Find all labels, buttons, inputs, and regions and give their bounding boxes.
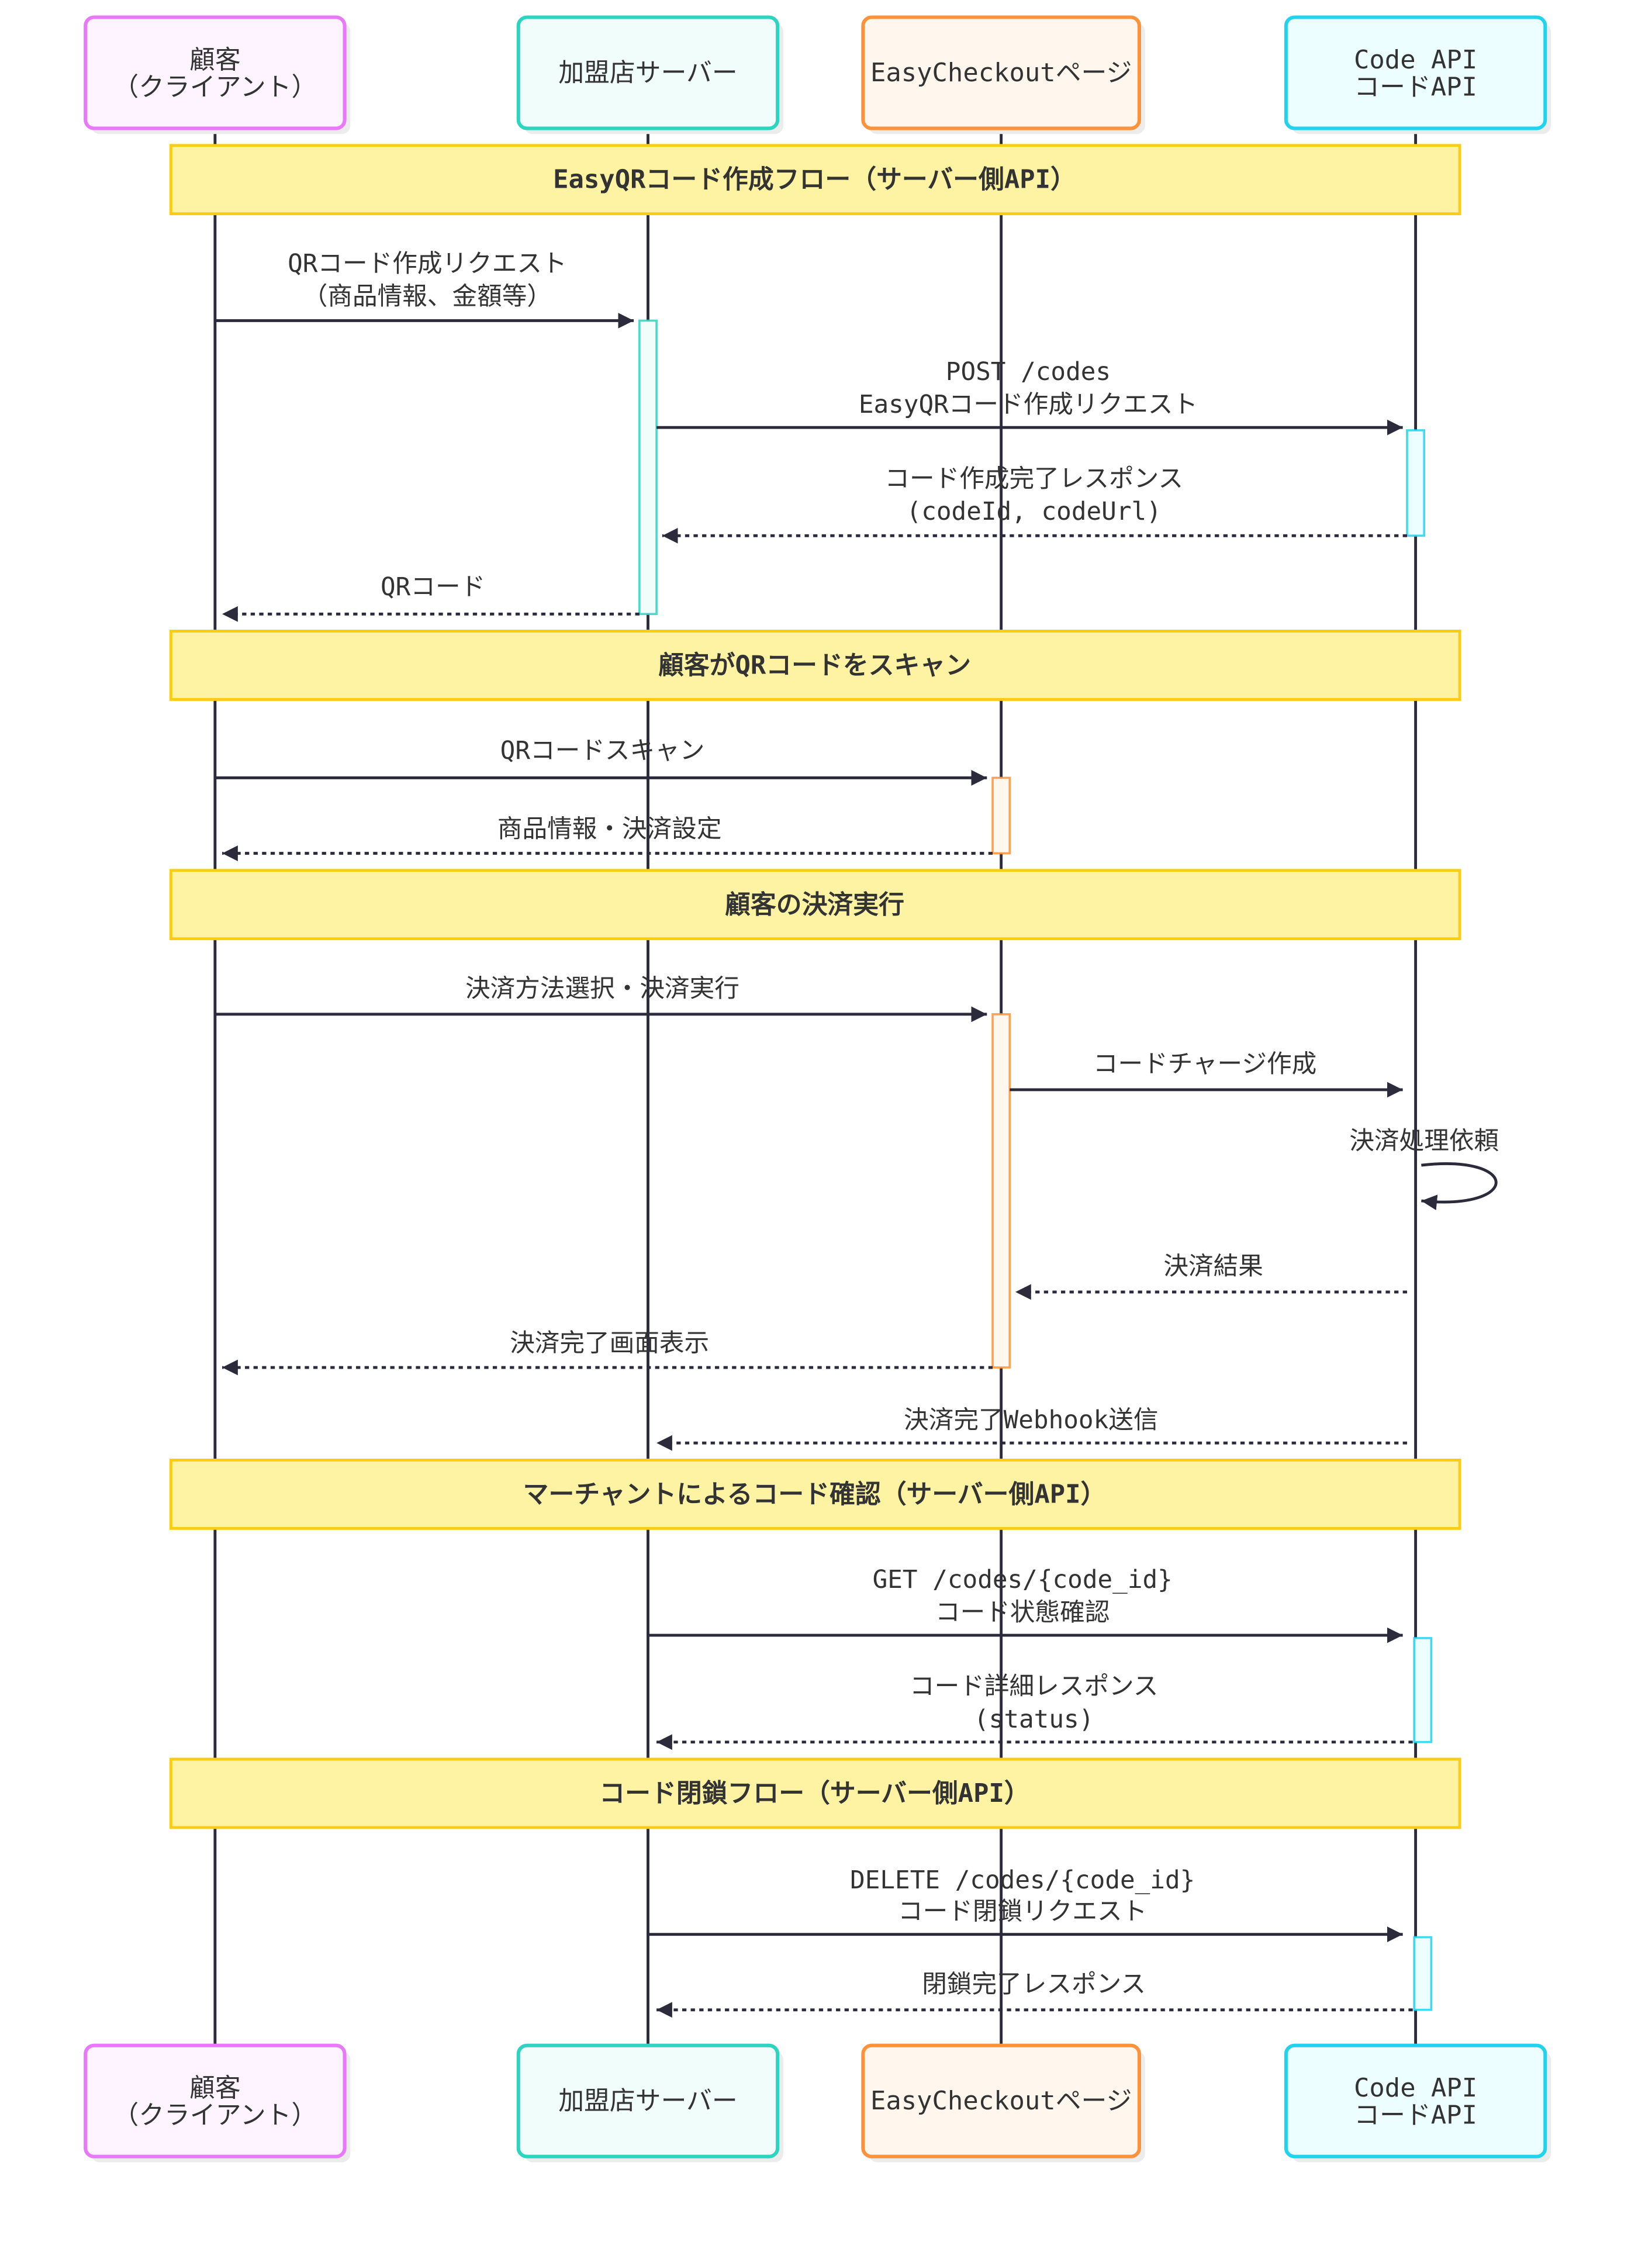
participant-label: （クライアント）	[113, 72, 317, 102]
message-payment-result: 決済結果	[1015, 1252, 1407, 1300]
participant-label: 加盟店サーバー	[558, 2086, 737, 2116]
message-select-payment: 決済方法選択・決済実行	[215, 974, 987, 1023]
participant-merchant-server: 加盟店サーバー	[516, 15, 783, 134]
participant-label: EasyCheckoutページ	[870, 58, 1132, 88]
message-code-created-response: コード作成完了レスポンス (codeId, codeUrl)	[662, 464, 1407, 544]
participant-label: Code API	[1354, 45, 1477, 75]
note-payment-execution: 顧客の決済実行	[169, 869, 1461, 941]
participant-box	[1284, 2043, 1547, 2158]
notes: EasyQRコード作成フロー（サーバー側API） 顧客がQRコードをスキャン 顧…	[169, 144, 1461, 1829]
activation-bar-code-api	[1413, 1936, 1433, 2011]
message-webhook: 決済完了Webhook送信	[656, 1405, 1407, 1451]
activation-bar-checkout	[991, 1013, 1011, 1369]
note-box	[169, 869, 1461, 941]
message-label: 決済方法選択・決済実行	[465, 974, 739, 1003]
participants-bottom: 顧客 （クライアント） 加盟店サーバー EasyCheckoutページ Code…	[84, 2043, 1551, 2163]
message-label: 決済完了画面表示	[510, 1329, 709, 1358]
message-code-detail-response: コード詳細レスポンス (status)	[656, 1672, 1413, 1750]
message-product-info: 商品情報・決済設定	[222, 814, 993, 861]
note-merchant-code-check: マーチャントによるコード確認（サーバー側API）	[169, 1458, 1461, 1530]
note-text: 顧客がQRコードをスキャン	[658, 650, 971, 680]
participant-box	[1284, 15, 1547, 130]
participant-label: 顧客	[189, 45, 241, 75]
message-label: コード詳細レスポンス	[910, 1672, 1158, 1701]
note-box	[169, 144, 1461, 216]
message-label: QRコード作成リクエスト	[288, 249, 567, 278]
message-label: DELETE /codes/{code_id}	[850, 1866, 1195, 1895]
message-code-charge-create: コードチャージ作成	[1010, 1049, 1403, 1098]
message-label: QRコード	[381, 572, 485, 602]
message-label: 決済完了Webhook送信	[904, 1405, 1158, 1435]
participant-label: Code API	[1354, 2073, 1477, 2103]
participants-top: 顧客 （クライアント） 加盟店サーバー EasyCheckoutページ Code…	[84, 15, 1551, 134]
note-qr-creation-flow: EasyQRコード作成フロー（サーバー側API）	[169, 144, 1461, 216]
participant-easycheckout-page: EasyCheckoutページ	[861, 15, 1145, 134]
participant-label: コードAPI	[1354, 72, 1477, 102]
messages: QRコード作成リクエスト （商品情報、金額等） POST /codes Easy…	[215, 249, 1499, 2018]
participant-label: コードAPI	[1354, 2101, 1477, 2130]
participant-easycheckout-page: EasyCheckoutページ	[861, 2043, 1145, 2163]
participant-box	[516, 2043, 780, 2158]
activation-bar-code-api	[1406, 429, 1426, 537]
message-self-loop-arrow	[1421, 1162, 1498, 1210]
message-label: コード閉鎖リクエスト	[898, 1897, 1147, 1926]
message-get-code: GET /codes/{code_id} コード状態確認	[648, 1565, 1403, 1643]
message-label: (codeId, codeUrl)	[907, 497, 1162, 526]
participant-client: 顧客 （クライアント）	[84, 15, 351, 134]
participant-label: 顧客	[189, 2073, 241, 2103]
note-qr-scan: 顧客がQRコードをスキャン	[169, 630, 1461, 701]
note-text: EasyQRコード作成フロー（サーバー側API）	[553, 165, 1076, 195]
message-label: 商品情報・決済設定	[497, 814, 722, 844]
note-text: マーチャントによるコード確認（サーバー側API）	[523, 1479, 1107, 1509]
message-label: POST /codes	[946, 357, 1111, 386]
participant-client: 顧客 （クライアント）	[84, 2043, 351, 2163]
activation-bar-checkout	[991, 776, 1011, 855]
participant-merchant-server: 加盟店サーバー	[516, 2043, 783, 2163]
note-box	[169, 630, 1461, 701]
message-delete-code: DELETE /codes/{code_id} コード閉鎖リクエスト	[648, 1866, 1403, 1943]
message-label: QRコードスキャン	[500, 736, 705, 765]
participant-box	[861, 2043, 1142, 2158]
message-label: GET /codes/{code_id}	[873, 1565, 1173, 1594]
message-label: （商品情報、金額等）	[303, 282, 552, 311]
participant-box	[84, 2043, 347, 2158]
message-label: (status)	[974, 1705, 1094, 1734]
participant-code-api: Code API コードAPI	[1284, 2043, 1551, 2163]
message-qr-code-return: QRコード	[222, 572, 640, 622]
participant-label: （クライアント）	[113, 2101, 317, 2130]
note-box	[169, 1757, 1461, 1829]
message-label: 閉鎖完了レスポンス	[922, 1970, 1146, 1999]
participant-code-api: Code API コードAPI	[1284, 15, 1551, 134]
activation-bar-merchant	[638, 319, 658, 616]
message-qr-create-request: QRコード作成リクエスト （商品情報、金額等）	[215, 249, 634, 329]
message-label: 決済結果	[1163, 1252, 1263, 1281]
participant-label: EasyCheckoutページ	[870, 2086, 1132, 2116]
participant-label: 加盟店サーバー	[558, 58, 737, 88]
message-label: コードチャージ作成	[1093, 1049, 1316, 1079]
message-label: EasyQRコード作成リクエスト	[859, 390, 1198, 419]
message-label: コード状態確認	[935, 1598, 1110, 1627]
message-payment-complete-screen: 決済完了画面表示	[222, 1329, 993, 1376]
note-box	[169, 1458, 1461, 1530]
note-code-close-flow: コード閉鎖フロー（サーバー側API）	[169, 1757, 1461, 1829]
message-label: コード作成完了レスポンス	[884, 464, 1183, 493]
participant-box	[516, 15, 780, 130]
participant-box	[861, 15, 1142, 130]
activation-bar-code-api	[1413, 1637, 1433, 1743]
message-qr-scan: QRコードスキャン	[215, 736, 987, 786]
note-text: コード閉鎖フロー（サーバー側API）	[599, 1778, 1029, 1808]
activation-bars	[638, 319, 1433, 2011]
message-close-complete-response: 閉鎖完了レスポンス	[656, 1970, 1413, 2018]
participant-box	[84, 15, 347, 130]
message-post-codes: POST /codes EasyQRコード作成リクエスト	[656, 357, 1403, 436]
note-text: 顧客の決済実行	[725, 890, 904, 920]
message-payment-processing-self: 決済処理依頼	[1349, 1127, 1499, 1210]
message-label: 決済処理依頼	[1349, 1127, 1499, 1156]
